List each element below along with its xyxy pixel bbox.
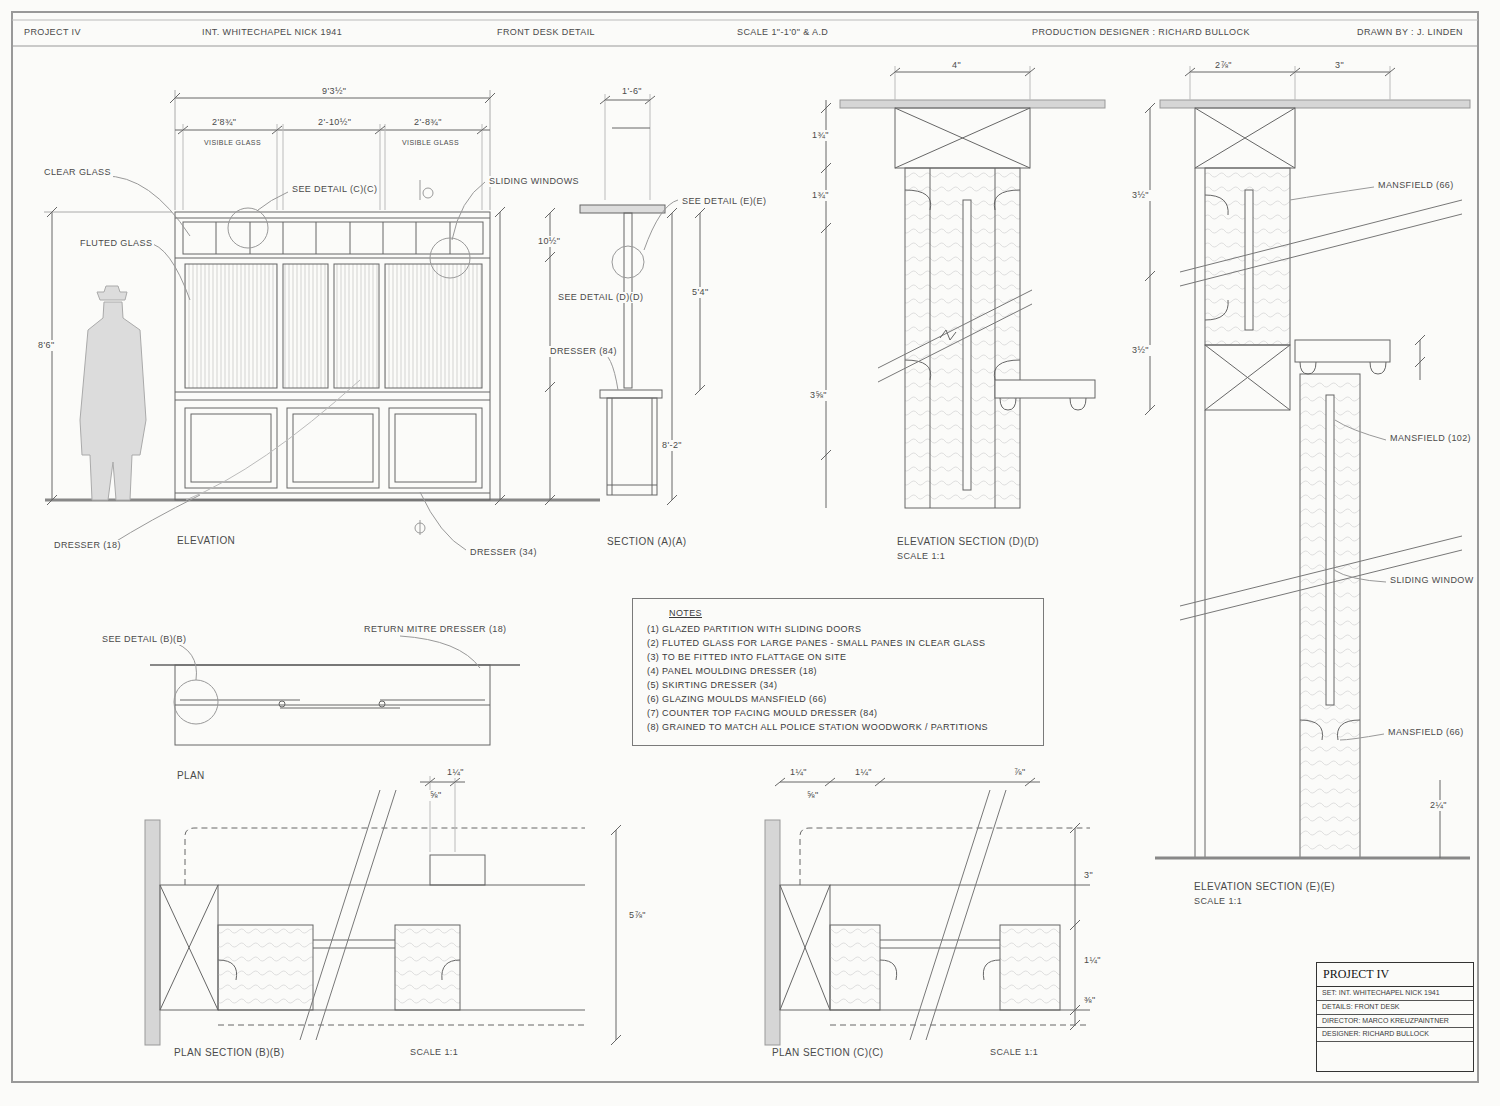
drawing-label: DRESSER (18) xyxy=(52,540,123,551)
drawing-label: 10½" xyxy=(536,236,562,247)
box-text: DESIGNER: RICHARD BULLOCK xyxy=(1317,1028,1473,1042)
drawing-label: MANSFIELD (102) xyxy=(1388,433,1473,444)
drawing-label: VISIBLE GLASS xyxy=(202,139,263,147)
drawing-label: DRESSER (84) xyxy=(548,346,619,357)
drawing-label: 2'-10½" xyxy=(316,117,353,128)
drawing-label: PROJECT IV xyxy=(22,27,83,38)
box-text: (5) SKIRTING DRESSER (34) xyxy=(647,679,1031,693)
drawing-label: SEE DETAIL (D)(D) xyxy=(556,292,645,303)
drawing-label: SCALE 1:1 xyxy=(408,1047,460,1058)
drawing-label: SLIDING WINDOW xyxy=(1388,575,1476,586)
box-text: (7) COUNTER TOP FACING MOULD DRESSER (84… xyxy=(647,707,1031,721)
drawing-label: VISIBLE GLASS xyxy=(400,139,461,147)
box-heading: NOTES xyxy=(669,607,1031,621)
drawing-label: 2¼" xyxy=(1428,800,1449,811)
drawing-label: PLAN xyxy=(175,770,207,782)
box-text: DIRECTOR: MARCO KREUZPAINTNER xyxy=(1317,1015,1473,1029)
drawing-label: 1¾" xyxy=(810,190,831,201)
drawing-label: SECTION (A)(A) xyxy=(605,536,689,548)
drawing-label: MANSFIELD (66) xyxy=(1376,180,1456,191)
drawing-label: 3½" xyxy=(1130,345,1151,356)
drawing-label: CLEAR GLASS xyxy=(42,167,113,178)
notes-box: NOTES (1) GLAZED PARTITION WITH SLIDING D… xyxy=(632,598,1044,746)
drawing-label: ⅝" xyxy=(805,790,821,801)
drawing-label: ELEVATION SECTION (D)(D) xyxy=(895,536,1041,548)
drawing-label: 1¾" xyxy=(810,130,831,141)
drawing-label: 5'4" xyxy=(690,287,711,298)
drawing-label: PLAN SECTION (B)(B) xyxy=(172,1047,286,1059)
drawing-label: 1¼" xyxy=(1082,955,1103,966)
drawing-label: 3" xyxy=(1333,60,1346,71)
drawing-label: 1¼" xyxy=(445,767,466,778)
drawing-label: FRONT DESK DETAIL xyxy=(495,27,597,38)
drawing-label: 8'6" xyxy=(36,340,57,351)
drawing-label: ⅜" xyxy=(1082,995,1098,1006)
drawing-label: RETURN MITRE DRESSER (18) xyxy=(362,624,509,635)
drawing-label: SCALE 1:1 xyxy=(988,1047,1040,1058)
drawing-label: INT. WHITECHAPEL NICK 1941 xyxy=(200,27,344,38)
box-heading: PROJECT IV xyxy=(1317,963,1473,987)
box-text: (4) PANEL MOULDING DRESSER (18) xyxy=(647,665,1031,679)
box-text: SET: INT. WHITECHAPEL NICK 1941 xyxy=(1317,987,1473,1001)
box-text: (2) FLUTED GLASS FOR LARGE PANES - SMALL… xyxy=(647,637,1031,651)
drawing-label: SEE DETAIL (C)(C) xyxy=(290,184,379,195)
title-block: PROJECT IVSET: INT. WHITECHAPEL NICK 194… xyxy=(1316,962,1474,1072)
box-text: (1) GLAZED PARTITION WITH SLIDING DOORS xyxy=(647,623,1031,637)
drawing-label: PRODUCTION DESIGNER : RICHARD BULLOCK xyxy=(1030,27,1252,38)
drawing-label: SLIDING WINDOWS xyxy=(487,176,581,187)
drawing-label: ELEVATION xyxy=(175,535,237,547)
drawing-label: ⅞" xyxy=(1012,767,1028,778)
drawing-label: 4" xyxy=(950,60,963,71)
drawing-label: 2⅞" xyxy=(1213,60,1234,71)
drawing-label: SCALE 1:1 xyxy=(1192,896,1244,907)
drawing-label: 3⅝" xyxy=(808,390,829,401)
drawing-label: ELEVATION SECTION (E)(E) xyxy=(1192,881,1337,893)
drawing-label: 3" xyxy=(1082,870,1095,881)
box-text: (6) GLAZING MOULDS MANSFIELD (66) xyxy=(647,693,1031,707)
box-text: (8) GRAINED TO MATCH ALL POLICE STATION … xyxy=(647,721,1031,735)
drawing-label: 1¼" xyxy=(788,767,809,778)
drawing-label: 3½" xyxy=(1130,190,1151,201)
drawing-label: 2'-8¾" xyxy=(412,117,444,128)
drawing-label: 8'-2" xyxy=(660,440,684,451)
drawing-label: 2'8¾" xyxy=(210,117,238,128)
drawing-label: PLAN SECTION (C)(C) xyxy=(770,1047,886,1059)
drawing-label: MANSFIELD (66) xyxy=(1386,727,1466,738)
drawing-label: DRESSER (34) xyxy=(468,547,539,558)
drawing-label: SCALE 1"-1'0" & A.D xyxy=(735,27,830,38)
drawing-label: 5⅞" xyxy=(627,910,648,921)
drawing-label: DRAWN BY : J. LINDEN xyxy=(1355,27,1465,38)
drawing-label: 1¼" xyxy=(853,767,874,778)
drawing-label: FLUTED GLASS xyxy=(78,238,154,249)
drawing-label: 1'-6" xyxy=(620,86,644,97)
box-text: (3) TO BE FITTED INTO FLATTAGE ON SITE xyxy=(647,651,1031,665)
drawing-label: 9'3½" xyxy=(320,86,348,97)
drawing-label: ⅝" xyxy=(428,790,444,801)
drawing-label: SEE DETAIL (E)(E) xyxy=(680,196,768,207)
drawing-label: SEE DETAIL (B)(B) xyxy=(100,634,188,645)
drawing-label: SCALE 1:1 xyxy=(895,551,947,562)
box-text: DETAILS: FRONT DESK xyxy=(1317,1001,1473,1015)
